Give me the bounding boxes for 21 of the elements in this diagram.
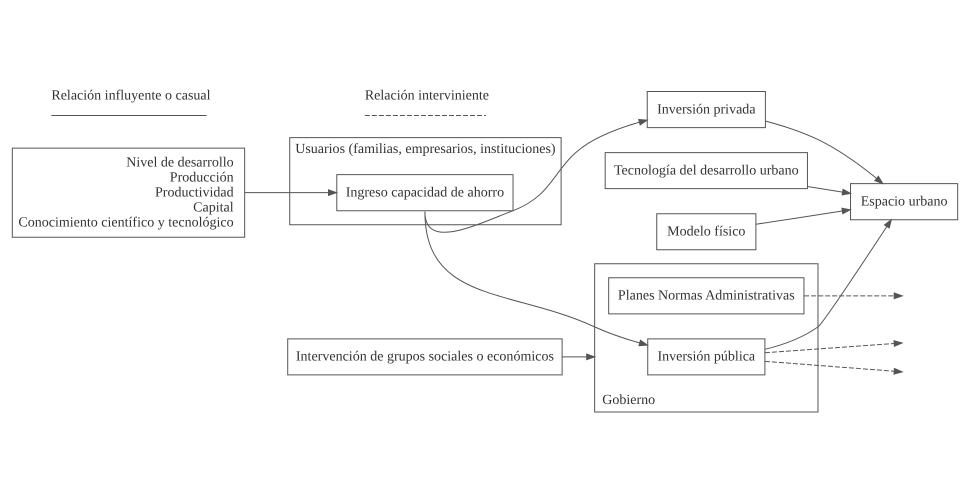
arrow — [562, 352, 596, 360]
node-box: Espacio urbano — [850, 182, 958, 220]
arrow — [764, 218, 892, 350]
arrow — [244, 188, 338, 196]
arrow — [765, 120, 884, 184]
node-box: Nivel de desarrollo Producción Productividad Capital Conocimiento científico y tecnológico — [12, 147, 246, 238]
arrow — [755, 207, 852, 224]
legend-label: Relación interviniente — [364, 88, 489, 104]
node-box: Tecnología del desarrollo urbano — [604, 152, 808, 189]
arrow — [807, 186, 852, 195]
node-box: Planes Normas Administrativas — [608, 276, 804, 314]
arrow — [804, 292, 904, 299]
arrow — [764, 360, 904, 374]
legend-label: Relación influyente o casual — [51, 88, 211, 104]
arrow — [764, 340, 904, 353]
arrow — [424, 118, 649, 232]
node-box: Ingreso capacidad de ahorro — [336, 174, 514, 211]
node-box: Inversión pública — [647, 338, 766, 375]
node-box: Modelo físico — [656, 212, 756, 250]
node-box: Intervención de grupos sociales o económicos — [287, 338, 563, 375]
node-box: Inversión privada — [646, 90, 766, 128]
